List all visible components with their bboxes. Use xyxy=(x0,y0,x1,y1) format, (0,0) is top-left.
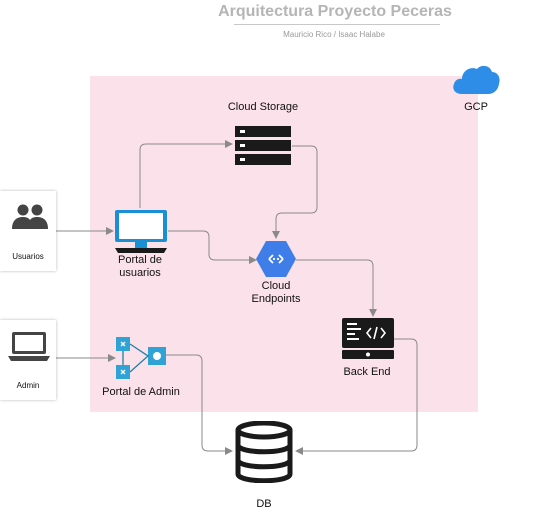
database-icon[interactable] xyxy=(233,421,295,483)
portal-admin-label: Portal de Admin xyxy=(102,386,180,398)
actor-admin-label: Admin xyxy=(16,381,40,390)
edge-portaladmin-db xyxy=(166,354,233,455)
laptop-icon xyxy=(8,332,50,361)
edge-backend-db xyxy=(295,338,418,455)
monitor-icon[interactable] xyxy=(113,208,169,254)
users-icon xyxy=(12,204,48,229)
actor-usuarios-label: Usuarios xyxy=(12,252,44,261)
edge-portal-endpoints xyxy=(168,230,257,264)
backend-label: Back End xyxy=(343,366,391,378)
cloud-storage-label: Cloud Storage xyxy=(227,101,299,113)
edge-portal-storage xyxy=(139,140,233,208)
api-endpoint-icon[interactable] xyxy=(256,240,296,278)
cloud-endpoints-label-line2: Endpoints xyxy=(251,293,301,305)
portal-usuarios-label-line1: Portal de xyxy=(117,254,163,266)
title-divider xyxy=(234,24,440,25)
db-label: DB xyxy=(256,498,272,510)
edge-endpoints-backend xyxy=(296,259,377,317)
edge-storage-endpoints xyxy=(272,145,318,239)
cloud-icon xyxy=(453,65,500,94)
server-stack-icon[interactable] xyxy=(235,126,291,166)
gcp-label: GCP xyxy=(464,101,488,113)
portal-usuarios-label-line2: usuarios xyxy=(119,267,161,279)
diagram-subtitle: Mauricio Rico / Isaac Halabe xyxy=(283,30,385,39)
diagram-title: Arquitectura Proyecto Peceras xyxy=(218,3,452,20)
code-terminal-icon[interactable] xyxy=(342,318,394,360)
cloud-endpoints-label-line1: Cloud xyxy=(261,280,291,292)
actor-usuarios-card[interactable] xyxy=(0,191,56,271)
network-nodes-icon[interactable] xyxy=(116,337,168,381)
